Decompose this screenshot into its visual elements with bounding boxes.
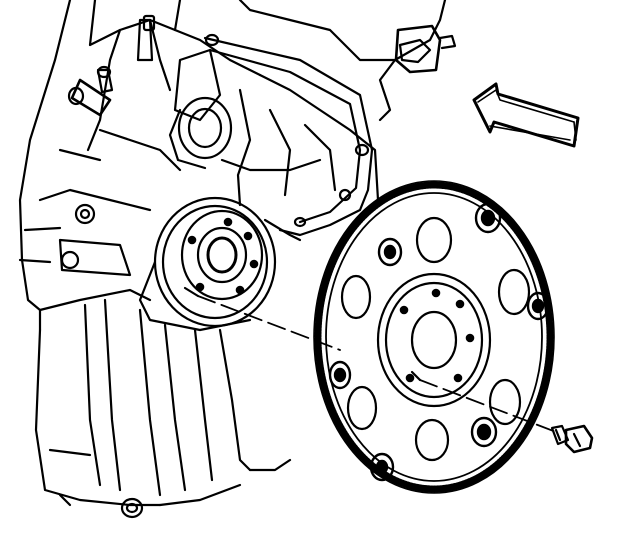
drain-plug: [120, 497, 144, 519]
crankshaft-flange: [180, 209, 264, 301]
rear-main-seal-housing: [138, 196, 302, 332]
ring-gear: [314, 181, 554, 493]
flexplate-bolt: [550, 424, 594, 454]
oil-pan: [34, 298, 292, 519]
engine-block: [18, 0, 457, 332]
direction-arrow: [472, 82, 580, 148]
flexplate: [313, 180, 555, 494]
alignment-lines: [197, 295, 557, 433]
